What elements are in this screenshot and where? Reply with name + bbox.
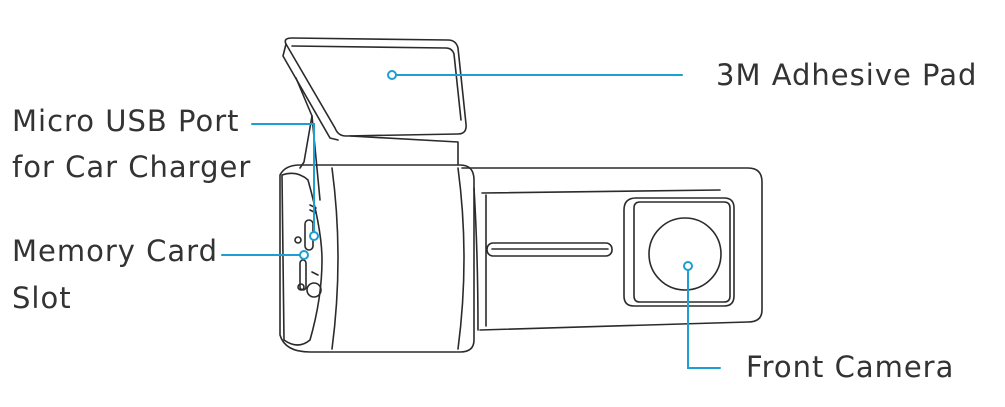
- label-front-camera: Front Camera: [746, 350, 955, 384]
- label-usb-port-line1: Micro USB Port: [12, 104, 240, 138]
- front-barrel: [461, 167, 763, 331]
- callout-line-camera: [687, 269, 721, 369]
- callout-line-usb: [251, 123, 315, 233]
- label-memory-card-line1: Memory Card: [12, 234, 218, 268]
- label-memory-card-line2: Slot: [12, 281, 72, 315]
- camera-lens: [648, 217, 722, 291]
- label-adhesive-pad: 3M Adhesive Pad: [716, 58, 978, 92]
- vent-slot: [486, 242, 613, 257]
- mount-stem: [295, 77, 459, 169]
- label-usb-port-line2: for Car Charger: [12, 150, 252, 184]
- side-face: [281, 172, 323, 346]
- adhesive-pad: [284, 37, 467, 137]
- housing-side: [279, 164, 475, 353]
- camera-module: [623, 197, 735, 307]
